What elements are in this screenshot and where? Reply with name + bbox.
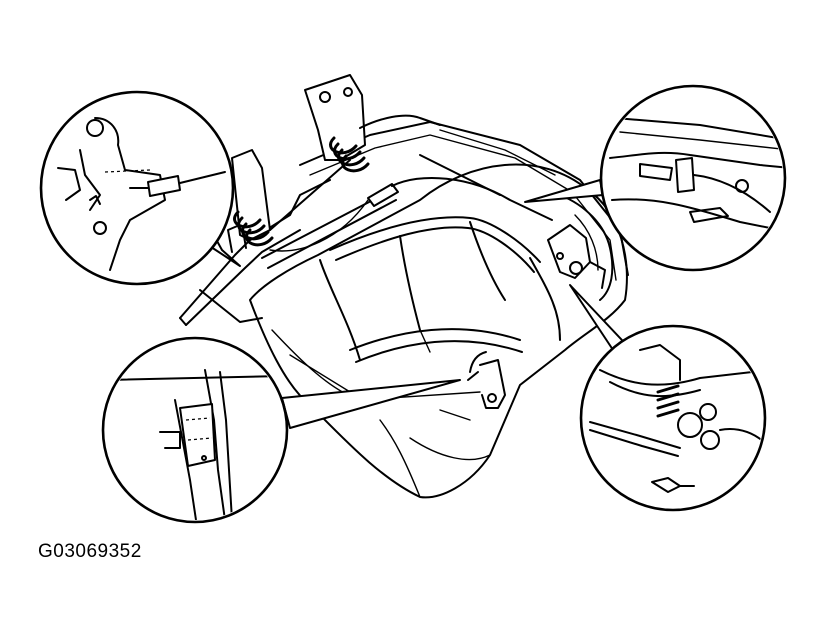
seat-assembly bbox=[179, 74, 629, 499]
figure-code-label: G03069352 bbox=[38, 541, 142, 562]
release-cable-sleeve bbox=[367, 183, 399, 207]
right-side-latch bbox=[547, 224, 591, 279]
detail-view-bottom-left bbox=[101, 336, 289, 524]
pointer-bottom-left bbox=[281, 379, 461, 429]
recliner-spring-upper bbox=[329, 136, 370, 173]
pointer-top-right bbox=[524, 179, 604, 203]
detail-view-bottom-right bbox=[579, 324, 767, 512]
detail-view-top-right bbox=[599, 84, 787, 272]
wire-spring-grid bbox=[319, 216, 561, 363]
recliner-spring-lower bbox=[233, 210, 274, 247]
front-latch-hook bbox=[479, 359, 506, 409]
detail-spring bbox=[656, 384, 680, 418]
cushion-outline bbox=[249, 163, 628, 499]
detail-view-top-left bbox=[39, 90, 235, 286]
